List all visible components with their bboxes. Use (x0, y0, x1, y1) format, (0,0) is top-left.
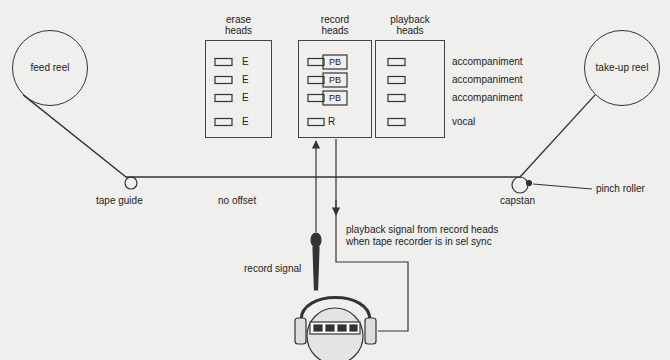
label: capstan (500, 195, 535, 207)
keyboard-key (350, 325, 357, 331)
erase-head (215, 59, 232, 66)
playback-head (388, 119, 405, 126)
microphone (313, 247, 319, 290)
label: PB (329, 74, 341, 86)
record-head (308, 77, 324, 84)
head-block: erase heads (205, 40, 272, 138)
headphone-cup (295, 318, 306, 344)
label: record signal (244, 263, 301, 275)
listener-head (307, 308, 363, 360)
take-up-reel: take-up reel (584, 30, 660, 106)
playback-tag-box (323, 55, 347, 69)
head-block: playback heads (375, 40, 445, 138)
label: E (242, 74, 249, 86)
keyboard-key (314, 325, 322, 331)
erase-head (215, 77, 232, 84)
label: no offset (218, 195, 256, 207)
node-heading: erase heads (214, 14, 264, 36)
label: tape guide (96, 195, 143, 207)
playback-tag-box (323, 91, 347, 105)
reel-label: feed reel (31, 62, 70, 74)
label: R (328, 116, 335, 128)
label: E (242, 56, 249, 68)
capstan (512, 177, 528, 193)
tape-path (23, 95, 595, 177)
headphone-band (301, 298, 370, 321)
keyboard-key (326, 325, 334, 331)
record-head (308, 59, 324, 66)
label: E (242, 116, 249, 128)
label: pinch roller (596, 183, 645, 195)
record-signal-wire (315, 141, 316, 232)
label: vocal (452, 116, 475, 128)
playback-tag-box (323, 73, 347, 87)
node-heading: record heads (310, 14, 360, 36)
headphone-cup (365, 318, 376, 344)
microphone (311, 233, 321, 247)
reel-label: take-up reel (596, 62, 649, 74)
label: accompaniment (452, 56, 523, 68)
tape-guide (125, 177, 137, 189)
node-heading: playback heads (385, 14, 435, 36)
erase-head (215, 119, 232, 126)
erase-head (215, 95, 232, 102)
keyboard-key (338, 325, 346, 331)
record-head (308, 119, 324, 126)
playback-head (388, 77, 405, 84)
playback-head (388, 95, 405, 102)
label: E (242, 92, 249, 104)
keyboard (310, 322, 360, 334)
feed-reel: feed reel (12, 30, 88, 106)
pinch-roller (527, 181, 532, 186)
leader-line (533, 184, 592, 189)
label: PB (329, 56, 341, 68)
label: accompaniment (452, 92, 523, 104)
record-head (308, 95, 324, 102)
label: playback signal from record heads when t… (346, 224, 524, 248)
label: PB (329, 92, 341, 104)
playback-head (388, 59, 405, 66)
signal-arrow (335, 200, 336, 215)
label: accompaniment (452, 74, 523, 86)
